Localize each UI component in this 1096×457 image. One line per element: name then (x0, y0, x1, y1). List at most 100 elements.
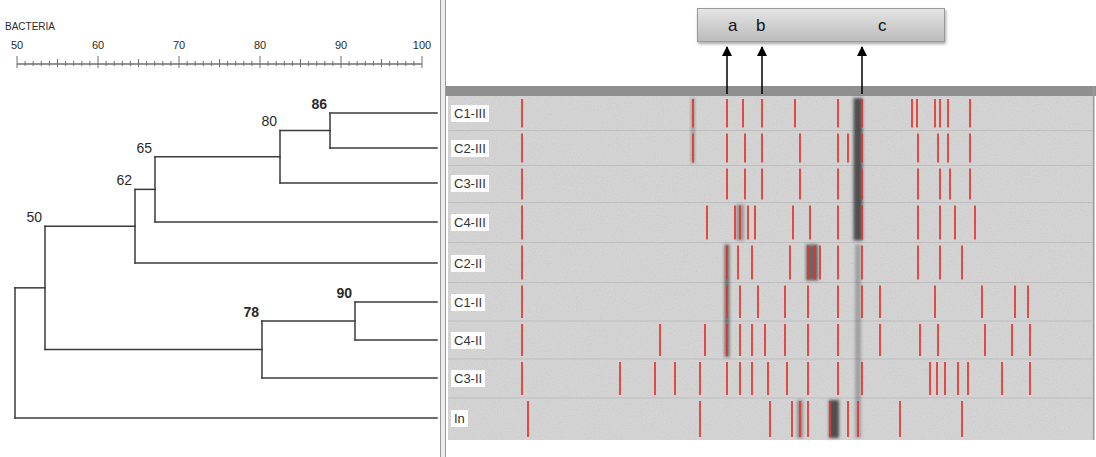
band-marker (784, 286, 786, 319)
band-marker (974, 206, 976, 240)
band-marker (917, 169, 919, 200)
band-marker (674, 362, 676, 395)
band-marker (919, 324, 921, 356)
band-marker (807, 246, 809, 280)
scale-tick (405, 61, 406, 66)
scale-tick (316, 61, 317, 66)
band-marker (761, 134, 763, 163)
dendrogram-branch (15, 417, 437, 419)
scale-tick (17, 56, 18, 68)
dendrogram-branch (280, 182, 437, 184)
band-marker (917, 246, 919, 280)
scale-tick (422, 56, 423, 68)
lane-label: C1-III (451, 105, 489, 122)
band-marker (699, 362, 701, 395)
band-marker (794, 99, 796, 128)
band-marker (861, 246, 863, 280)
scale-tick (357, 61, 358, 66)
scale-tick (162, 61, 163, 66)
band-marker (917, 206, 919, 240)
scale-tick (251, 61, 252, 66)
band-marker (791, 401, 793, 437)
band-marker (757, 286, 759, 319)
gel-band-smear (725, 245, 730, 358)
lane-separator (448, 398, 1092, 399)
band-marker (837, 134, 839, 163)
scale-tick (81, 61, 82, 66)
scale-tick (73, 61, 74, 66)
band-marker (969, 134, 971, 163)
band-marker (837, 246, 839, 280)
scale-tick (381, 59, 382, 67)
band-marker (789, 246, 791, 280)
scale-tick (146, 61, 147, 66)
band-marker (1014, 286, 1016, 319)
band-marker (937, 324, 939, 356)
gel-band-smear (806, 245, 818, 281)
band-marker (521, 246, 523, 280)
band-marker (726, 362, 728, 395)
dendrogram-branch (155, 221, 437, 223)
lane-separator (448, 359, 1092, 360)
band-marker (1029, 362, 1031, 395)
dendrogram-branch (330, 147, 437, 149)
band-marker (739, 286, 741, 319)
lane-label: C2-III (451, 140, 489, 157)
band-marker (949, 169, 951, 200)
band-marker (819, 246, 821, 280)
scale-tick (33, 61, 34, 66)
scale-tick (49, 61, 50, 66)
band-marker (726, 169, 728, 200)
band-marker (934, 286, 936, 319)
band-marker (861, 169, 863, 200)
dendrogram-branch (262, 320, 355, 322)
band-marker (936, 362, 938, 395)
scale-tick (65, 61, 66, 66)
band-marker (814, 246, 816, 280)
band-marker (967, 362, 969, 395)
band-marker (742, 99, 744, 128)
band-arrow (761, 47, 763, 94)
band-marker (521, 134, 523, 163)
band-marker (947, 99, 949, 128)
band-marker (954, 206, 956, 240)
lane-separator (448, 165, 1092, 166)
band-marker (769, 401, 771, 437)
band-marker (879, 324, 881, 356)
lane-separator (448, 242, 1092, 243)
gel-band-smear (855, 245, 861, 439)
scale-tick (57, 59, 58, 67)
band-marker (799, 134, 801, 163)
band-marker (879, 286, 881, 319)
band-marker (527, 401, 529, 437)
band-marker (619, 362, 621, 395)
band-marker (799, 401, 801, 437)
lane-label: C2-II (451, 255, 485, 272)
scale-value: 70 (173, 40, 185, 51)
band-marker (861, 286, 863, 319)
scale-tick (187, 61, 188, 66)
band-marker (911, 99, 913, 128)
band-marker (706, 206, 708, 240)
gel-band-smear (829, 400, 839, 438)
scale-tick (25, 61, 26, 66)
band-marker (969, 99, 971, 128)
scale-tick (276, 61, 277, 66)
band-marker (751, 362, 753, 395)
band-marker (961, 401, 963, 437)
band-marker (961, 246, 963, 280)
scale-value: 50 (11, 40, 23, 51)
band-marker (726, 324, 728, 356)
gel-grain (448, 96, 1092, 440)
lane-separator (448, 282, 1092, 283)
band-marker (1011, 324, 1013, 356)
scale-tick (292, 61, 293, 66)
scale-tick (219, 59, 220, 67)
band-arrow (861, 47, 863, 94)
lane-label: C1-II (451, 294, 485, 311)
band-marker (754, 206, 756, 240)
scale-tick (365, 61, 366, 66)
